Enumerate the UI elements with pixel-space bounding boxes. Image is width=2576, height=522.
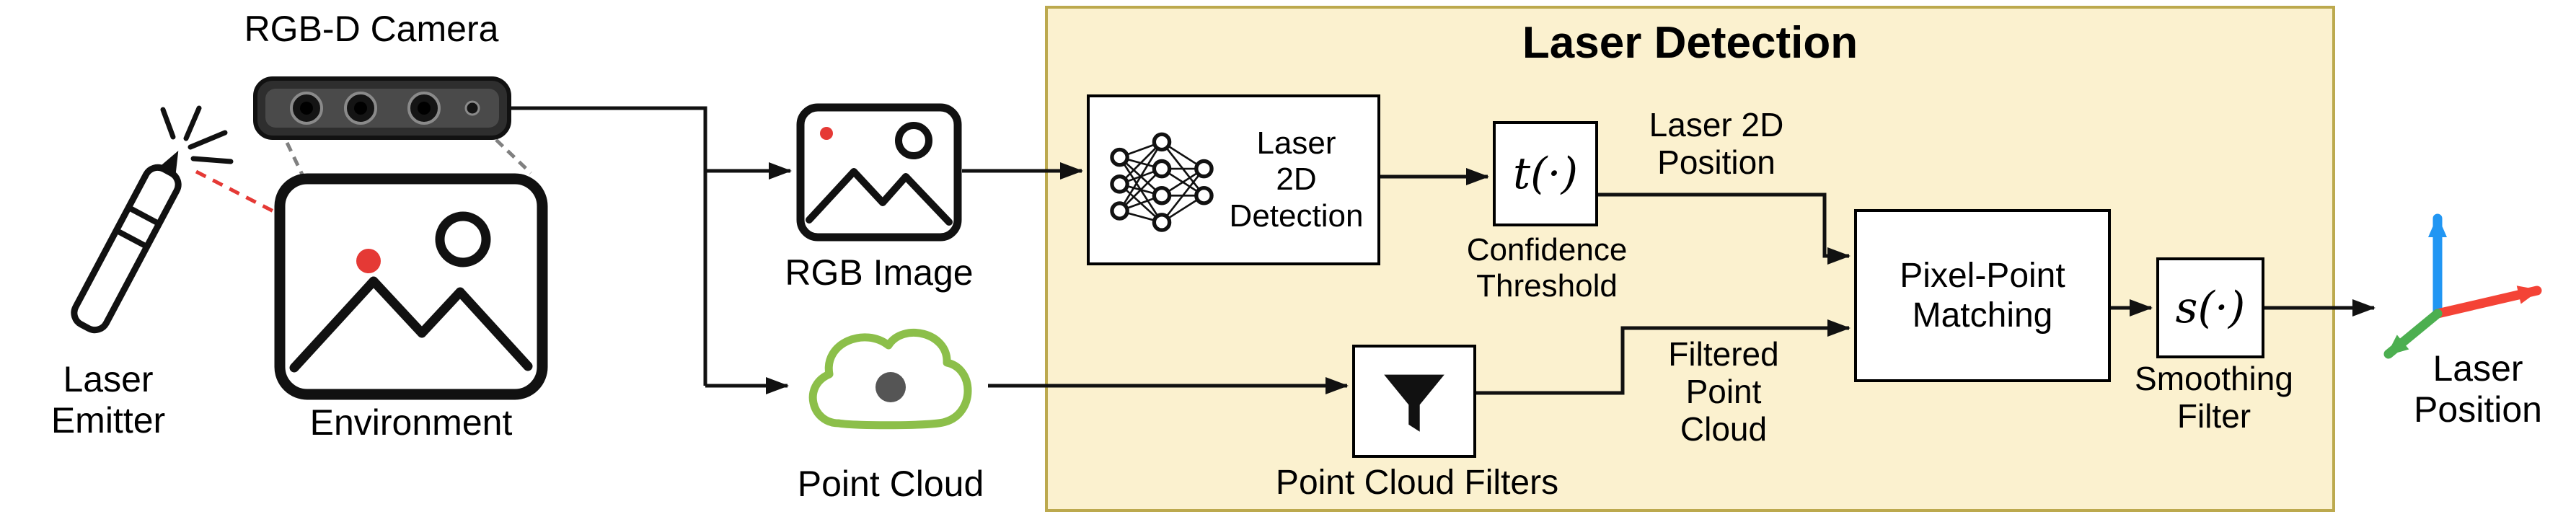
smoothing-fn-label: s(·) xyxy=(2175,282,2246,333)
laser-2d-position-label: Laser 2D Position xyxy=(1649,106,1784,181)
environment-label: Environment xyxy=(309,402,513,443)
pixel-point-matching-box: Pixel-Point Matching xyxy=(1854,209,2111,382)
rgb-image-label: RGB Image xyxy=(785,252,974,293)
laser-dot-environment xyxy=(356,249,381,273)
neural-network-icon xyxy=(1109,132,1214,232)
confidence-fn-label: t(·) xyxy=(1513,148,1578,199)
smoothing-filter-label: Smoothing Filter xyxy=(2135,360,2293,435)
axis-y-line xyxy=(2383,309,2443,359)
pixel-point-matching-label: Pixel-Point Matching xyxy=(1900,256,2065,335)
laser-emitter-label: Laser Emitter xyxy=(50,359,166,441)
arrow-threshold-to-matching xyxy=(1598,193,1851,265)
laser-dot-rgb-image xyxy=(820,127,833,140)
panel-title: Laser Detection xyxy=(1522,18,1858,68)
confidence-threshold-label: Confidence Threshold xyxy=(1466,232,1628,304)
camera-label: RGB-D Camera xyxy=(244,9,499,49)
point-cloud-label: Point Cloud xyxy=(797,464,984,504)
rgbd-camera-icon xyxy=(253,76,511,140)
laser-position-label: Laser Position xyxy=(2414,348,2542,430)
laser-beam-dashed-line xyxy=(195,169,355,255)
xyz-axes-icon xyxy=(2383,213,2542,359)
filtered-point-cloud-label: Filtered Point Cloud xyxy=(1668,335,1779,448)
point-cloud-filters-label: Point Cloud Filters xyxy=(1275,464,1559,502)
laser-spark-icon xyxy=(160,105,234,164)
point-cloud-icon xyxy=(808,328,972,430)
axis-x-line xyxy=(2432,286,2542,319)
laser-2d-detection-box: Laser 2D Detection xyxy=(1087,94,1380,265)
camera-fov-dashed-lines xyxy=(285,138,532,177)
funnel-filter-icon xyxy=(1384,374,1444,432)
environment-image-icon xyxy=(274,173,548,400)
arrow-filters-to-matching xyxy=(1476,319,1851,395)
laser-2d-detection-label: Laser 2D Detection xyxy=(1229,125,1364,234)
smoothing-filter-box: s(·) xyxy=(2156,257,2264,358)
confidence-threshold-box: t(·) xyxy=(1493,121,1598,226)
camera-output-trunk-line xyxy=(506,106,707,386)
point-cloud-filters-box xyxy=(1352,345,1476,458)
rgb-image-icon xyxy=(796,103,962,242)
laser-emitter-icon xyxy=(71,105,355,334)
cloud-point-dot xyxy=(875,372,906,402)
